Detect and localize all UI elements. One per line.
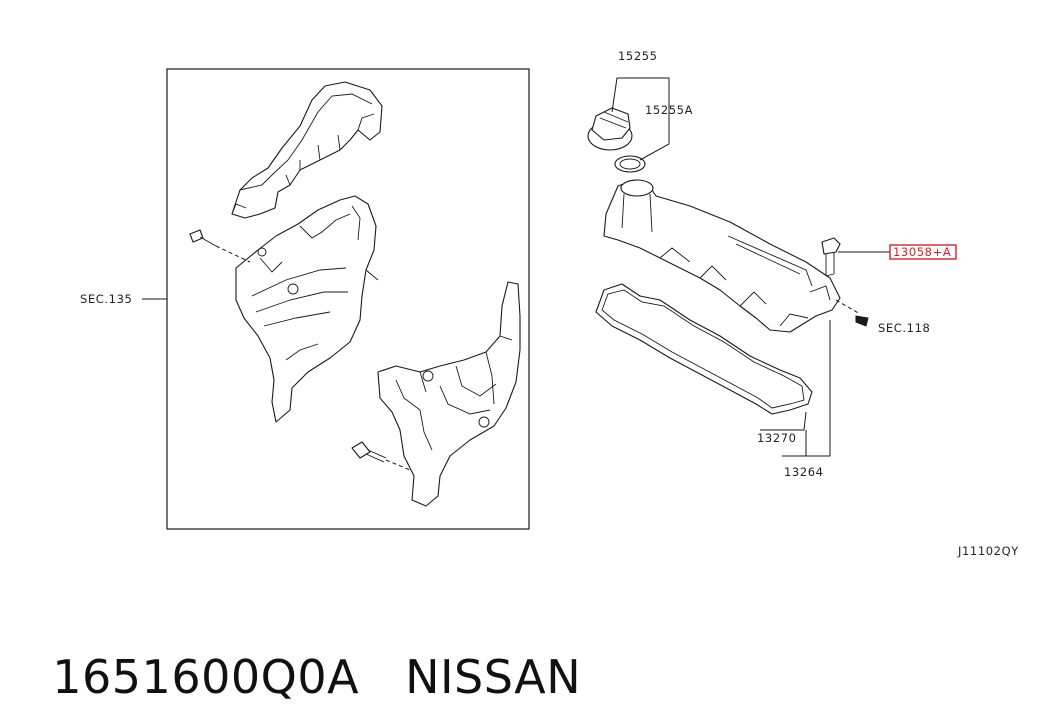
label-13270: 13270 <box>757 431 797 445</box>
middle-timing-cover <box>235 195 379 423</box>
rocker-cover-gasket <box>595 283 813 415</box>
rocker-bolt <box>821 237 890 277</box>
leader-13264 <box>782 320 831 457</box>
part-number: 1651600Q0A <box>52 650 360 704</box>
filler-cap-seal <box>614 155 646 173</box>
leader-15255 <box>611 77 670 161</box>
cover-bolt-top <box>189 229 251 263</box>
label-15255a: 15255A <box>645 103 693 117</box>
parts-diagram: SEC.135 <box>80 49 1019 558</box>
rocker-cover <box>603 179 841 333</box>
brand-name: NISSAN <box>405 650 582 704</box>
upper-timing-cover <box>231 81 383 219</box>
drawing-code: J11102QY <box>957 544 1019 558</box>
label-sec135: SEC.135 <box>80 292 132 306</box>
label-15255: 15255 <box>618 49 658 63</box>
label-sec118: SEC.118 <box>878 321 930 335</box>
label-13058a[interactable]: 13058+A <box>893 245 951 259</box>
highlight-box-13058a <box>889 244 957 260</box>
sec118-arrow <box>835 299 869 327</box>
leader-13270 <box>760 411 807 431</box>
caption: 1651600Q0A NISSAN <box>22 596 581 704</box>
lower-timing-cover <box>377 281 521 507</box>
label-13264: 13264 <box>784 465 824 479</box>
oil-filler-cap <box>587 107 633 151</box>
cover-bolt-bottom <box>351 441 411 471</box>
